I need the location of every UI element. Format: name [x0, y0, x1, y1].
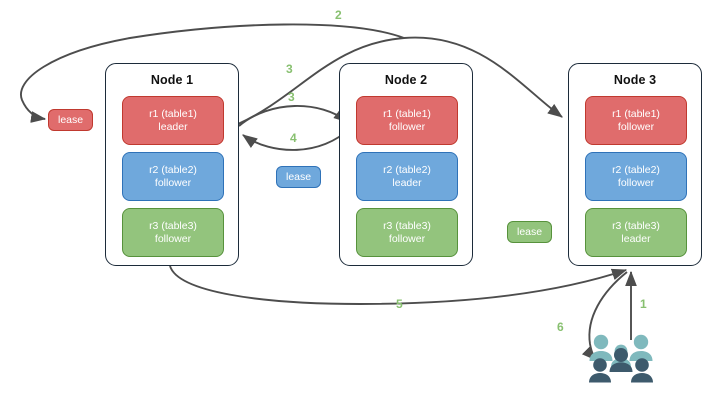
replica-chip-node3-r3: r3 (table3) leader: [585, 208, 687, 257]
replica-name: r1 (table1): [149, 107, 197, 120]
node-title: Node 3: [613, 73, 657, 87]
node-container-node-1: Node 1 r1 (table1) leader r2 (table2) fo…: [105, 63, 239, 266]
replica-chip-node3-r2: r2 (table2) follower: [585, 152, 687, 201]
step-label-2: 2: [335, 8, 342, 22]
lease-chip-table2: lease: [276, 166, 322, 188]
edge-3-node1-to-node3: [237, 36, 563, 125]
replica-name: r1 (table1): [383, 107, 431, 120]
edge-5-node1-to-node3: [169, 265, 628, 305]
step-label-3b: 3: [288, 90, 295, 104]
node-container-node-3: Node 3 r1 (table1) follower r2 (table2) …: [568, 63, 702, 266]
edge-3-node1-to-node2: [238, 105, 349, 127]
replica-role: follower: [388, 120, 426, 133]
replica-role: follower: [154, 232, 192, 245]
replica-chip-node2-r3: r3 (table3) follower: [356, 208, 458, 257]
node-container-node-2: Node 2 r1 (table1) follower r2 (table2) …: [339, 63, 473, 266]
replica-role: follower: [617, 176, 655, 189]
lease-label: lease: [58, 114, 84, 126]
replica-name: r2 (table2): [149, 163, 197, 176]
step-label-6: 6: [557, 320, 564, 334]
replica-role: leader: [621, 232, 651, 245]
step-label-4: 4: [290, 131, 297, 145]
step-label-5: 5: [396, 297, 403, 311]
replica-chip-node2-r1: r1 (table1) follower: [356, 96, 458, 145]
replica-name: r3 (table3): [612, 219, 660, 232]
edge-2-node3-to-lease: [20, 23, 405, 123]
replica-name: r3 (table3): [383, 219, 431, 232]
lease-chip-table1: lease: [48, 109, 94, 131]
replica-chip-node1-r1: r1 (table1) leader: [122, 96, 224, 145]
replica-role: follower: [617, 120, 655, 133]
lease-label: lease: [517, 226, 543, 238]
replica-name: r2 (table2): [383, 163, 431, 176]
replica-name: r2 (table2): [612, 163, 660, 176]
replica-chip-node1-r3: r3 (table3) follower: [122, 208, 224, 257]
step-label-3a: 3: [286, 62, 293, 76]
replica-role: leader: [158, 120, 188, 133]
node-title: Node 1: [150, 73, 194, 87]
lease-chip-table3: lease: [507, 221, 553, 243]
lease-label: lease: [286, 171, 312, 183]
replica-name: r3 (table3): [149, 219, 197, 232]
replica-role: follower: [154, 176, 192, 189]
replica-role: follower: [388, 232, 426, 245]
node-title: Node 2: [384, 73, 428, 87]
replica-chip-node1-r2: r2 (table2) follower: [122, 152, 224, 201]
replica-chip-node2-r2: r2 (table2) leader: [356, 152, 458, 201]
users-icon: [589, 334, 653, 383]
replica-chip-node3-r1: r1 (table1) follower: [585, 96, 687, 145]
step-label-1: 1: [640, 297, 647, 311]
replica-name: r1 (table1): [612, 107, 660, 120]
replica-role: leader: [392, 176, 422, 189]
